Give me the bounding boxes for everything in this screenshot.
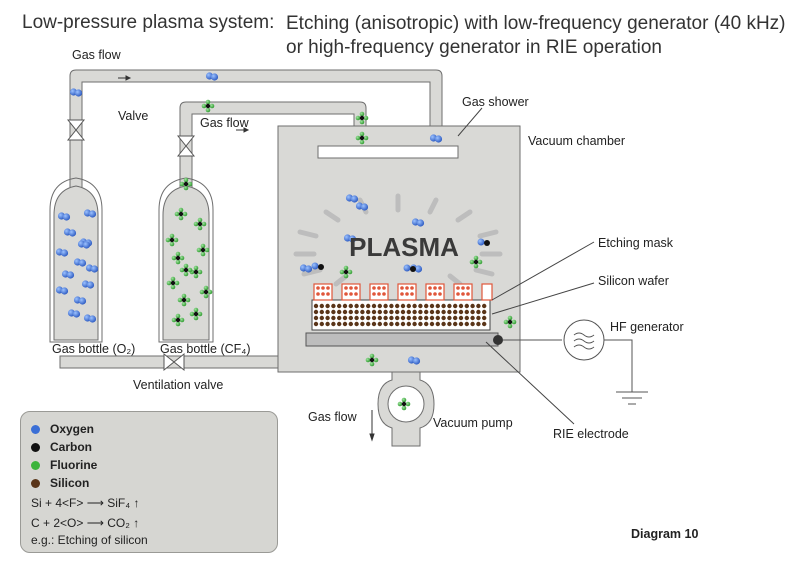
- cf4-molecule: [199, 285, 213, 299]
- silicon-dot-icon: [31, 479, 40, 488]
- legend-box: Oxygen Carbon Fluorine Silicon Si + 4<F>…: [20, 411, 278, 553]
- oxygen-molecule: [411, 218, 425, 227]
- cf4-molecule: [201, 99, 215, 113]
- vacuum-pump-label: Vacuum pump: [433, 416, 513, 430]
- oxygen-molecule: [205, 72, 219, 81]
- cf4-molecule: [469, 255, 483, 269]
- diagram-number: Diagram 10: [631, 527, 699, 541]
- cf4-molecule: [365, 353, 379, 367]
- equation-silicon: Si + 4<F> ⟶ SiF₄ ↑: [31, 496, 140, 510]
- subtitle-line-2: or high-frequency generator in RIE opera…: [286, 37, 663, 58]
- oxygen-molecule: [67, 309, 81, 318]
- cf4-molecule: [174, 207, 188, 221]
- oxygen-molecule: [355, 202, 369, 211]
- oxygen-molecule: [61, 270, 75, 279]
- equation-carbon: C + 2<O> ⟶ CO₂ ↑: [31, 516, 140, 530]
- silicon-wafer-label: Silicon wafer: [598, 274, 669, 288]
- o2-valve[interactable]: [66, 119, 86, 141]
- cf4-valve[interactable]: [176, 135, 196, 157]
- rie-electrode: [305, 332, 499, 347]
- legend-item-silicon: Silicon: [31, 476, 89, 490]
- oxygen-molecule: [73, 296, 87, 305]
- gas-particles: [55, 72, 517, 411]
- hf-generator-label: HF generator: [610, 320, 684, 334]
- oxygen-molecule: [77, 240, 91, 249]
- oxygen-molecule: [81, 280, 95, 289]
- oxygen-molecule: [343, 234, 357, 243]
- co-molecule: [477, 238, 490, 246]
- hf-generator: [503, 319, 648, 405]
- silicon-wafer: [311, 299, 491, 331]
- oxygen-molecule: [429, 134, 443, 143]
- cf4-molecule: [397, 397, 411, 411]
- co-molecule: [403, 264, 416, 272]
- cf4-molecule: [193, 217, 207, 231]
- legend-item-carbon: Carbon: [31, 440, 92, 454]
- gas-bottle-o2-label: Gas bottle (O₂): [52, 342, 136, 356]
- oxygen-molecule: [57, 212, 71, 221]
- vacuum-chamber-label: Vacuum chamber: [528, 134, 626, 148]
- cf4-molecule: [165, 233, 179, 247]
- diagram-subtitle: Etching (anisotropic) with low-frequency…: [286, 12, 786, 60]
- cf4-molecule: [177, 293, 191, 307]
- gas-shower-label: Gas shower: [462, 95, 529, 109]
- gas-flow-mid-label: Gas flow: [200, 116, 249, 130]
- cf4-molecule: [196, 243, 210, 257]
- oxygen-molecule: [55, 248, 69, 257]
- ventilation-valve[interactable]: [163, 352, 185, 372]
- vacuum-chamber: [277, 125, 521, 373]
- oxygen-molecule: [85, 264, 99, 273]
- gas-shower: [317, 145, 459, 159]
- gas-bottle-cf4-label: Gas bottle (CF₄): [160, 342, 251, 356]
- oxygen-molecule: [407, 356, 421, 365]
- cf4-molecule: [339, 265, 353, 279]
- oxygen-molecule: [69, 88, 83, 97]
- oxygen-molecule: [345, 194, 359, 203]
- mask-segment: [481, 283, 493, 301]
- oxygen-molecule: [83, 209, 97, 218]
- legend-note: e.g.: Etching of silicon: [31, 533, 148, 547]
- etching-mask: [313, 283, 493, 301]
- cf4-molecule: [355, 111, 369, 125]
- cf4-molecule: [189, 307, 203, 321]
- etching-mask-label: Etching mask: [598, 236, 674, 250]
- cf4-molecule: [171, 313, 185, 327]
- diagram-title: Low-pressure plasma system:: [22, 12, 275, 33]
- ventilation-valve-label: Ventilation valve: [133, 378, 224, 392]
- gas-bottle-cf4: [162, 185, 210, 341]
- oxygen-molecule: [55, 286, 69, 295]
- oxygen-molecule: [63, 228, 77, 237]
- fluorine-dot-icon: [31, 461, 40, 470]
- cf4-molecule: [503, 315, 517, 329]
- cf4-molecule: [171, 251, 185, 265]
- oxygen-dot-icon: [31, 425, 40, 434]
- gas-flow-top-label: Gas flow: [72, 48, 121, 62]
- plasma-glow: [293, 193, 503, 287]
- gas-flow-bottom-label: Gas flow: [308, 410, 357, 424]
- rie-electrode-label: RIE electrode: [553, 427, 629, 441]
- carbon-dot-icon: [31, 443, 40, 452]
- subtitle-line-1: Etching (anisotropic) with low-frequency…: [286, 13, 786, 34]
- plasma-label: PLASMA: [349, 232, 459, 262]
- valve-label: Valve: [118, 109, 149, 123]
- oxygen-molecule: [299, 264, 313, 273]
- legend-item-fluorine: Fluorine: [31, 458, 97, 472]
- oxygen-molecule: [83, 314, 97, 323]
- flow-arrows: [118, 75, 375, 442]
- co-molecule: [311, 262, 324, 270]
- cf4-molecule: [355, 131, 369, 145]
- cf4-molecule: [166, 276, 180, 290]
- oxygen-molecule: [73, 258, 87, 267]
- cf4-molecule: [179, 263, 193, 277]
- pointer-lines: [457, 107, 595, 425]
- legend-item-oxygen: Oxygen: [31, 422, 94, 436]
- cf4-molecule: [179, 177, 193, 191]
